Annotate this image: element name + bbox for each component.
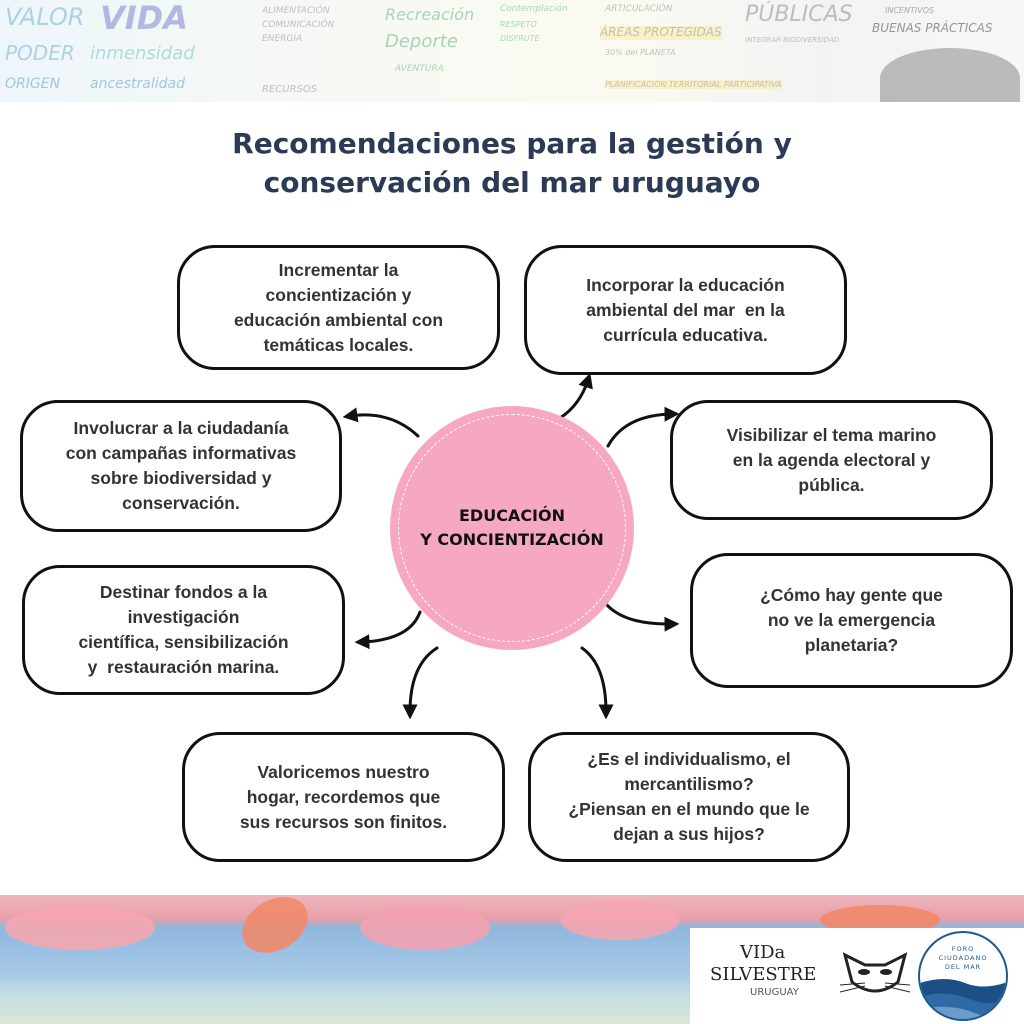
arrow (342, 407, 420, 438)
arrow (558, 372, 593, 420)
banner-word: BUENAS PRÁCTICAS (872, 21, 993, 35)
banner-word: AVENTURA (395, 64, 444, 74)
arrow (606, 406, 680, 448)
banner-word: inmensidad (90, 43, 195, 64)
banner-word: PODER (5, 41, 75, 65)
banner-word: RESPETO (500, 20, 537, 29)
banner-word: PÚBLICAS (745, 2, 853, 27)
recommendation-box: ¿Cómo hay gente que no ve la emergencia … (690, 553, 1013, 688)
banner-word: RECURSOS (262, 84, 318, 95)
header-illustration-banner: VALOR VIDA PODER inmensidad ORIGEN ances… (0, 0, 1024, 102)
cat-face-icon (840, 952, 910, 993)
logo-text: FORO CIUDADANO DEL MAR (938, 945, 988, 971)
banner-word: INTEGRAR BIODIVERSIDAD (745, 36, 840, 44)
banner-word: ALIMENTACIÓN (262, 6, 330, 16)
central-topic-circle: EDUCACIÓN Y CONCIENTIZACIÓN (390, 406, 634, 650)
whale-tail-drawing (880, 48, 1020, 102)
fish-drawing (5, 905, 155, 950)
banner-word: Deporte (385, 31, 458, 52)
banner-word: Contemplación (500, 4, 568, 14)
banner-word: ancestralidad (90, 76, 186, 92)
recommendation-box: Valoricemos nuestro hogar, recordemos qu… (182, 732, 505, 862)
arrow (604, 602, 680, 632)
banner-word: ÁREAS PROTEGIDAS (600, 25, 722, 40)
arrow (580, 646, 614, 720)
banner-word: COMUNICACIÓN (262, 20, 335, 30)
banner-word: DISFRUTE (500, 34, 540, 43)
logo-text: VIDa (740, 942, 786, 963)
vida-silvestre-logo: VIDa SILVESTRE URUGUAY (710, 942, 816, 1000)
recommendation-box: Incrementar la concientización y educaci… (177, 245, 500, 370)
arrow (354, 610, 422, 650)
page-title: Recomendaciones para la gestión y conser… (0, 124, 1024, 202)
recommendation-box: Destinar fondos a la investigación cient… (22, 565, 345, 695)
arrow (402, 646, 439, 720)
banner-word: ARTICULACIÓN (605, 4, 673, 14)
recommendation-box: ¿Es el individualismo, el mercantilismo?… (528, 732, 850, 862)
fish-drawing (560, 900, 680, 940)
partner-logos: VIDa SILVESTRE URUGUAY FORO CIUDADANO DE… (690, 928, 1024, 1024)
banner-word: Recreación (385, 5, 475, 24)
foro-ciudadano-del-mar-logo: FORO CIUDADANO DEL MAR (918, 931, 1008, 1021)
banner-word: INCENTIVOS (885, 6, 935, 15)
title-line: conservación del mar uruguayo (263, 166, 761, 199)
central-topic-label: EDUCACIÓN Y CONCIENTIZACIÓN (420, 506, 604, 549)
banner-word: ENERGÍA (262, 34, 303, 44)
banner-word: ORIGEN (5, 76, 61, 92)
dashed-ring (398, 414, 626, 642)
banner-word: PLANIFICACIÓN TERRITORIAL PARTICIPATIVA (605, 80, 782, 90)
logo-text: URUGUAY (750, 987, 799, 998)
title-line: Recomendaciones para la gestión y (232, 127, 792, 160)
waves-icon (920, 979, 1006, 1019)
banner-word: VALOR (5, 3, 85, 31)
fish-drawing (232, 895, 318, 965)
recommendation-box: Visibilizar el tema marino en la agenda … (670, 400, 993, 520)
banner-word: VIDA (100, 0, 188, 37)
recommendation-box: Incorporar la educación ambiental del ma… (524, 245, 847, 375)
fish-drawing (360, 905, 490, 950)
banner-word: 30% del PLANETA (605, 48, 676, 57)
recommendation-box: Involucrar a la ciudadanía con campañas … (20, 400, 342, 532)
logo-text: SILVESTRE (710, 964, 817, 985)
